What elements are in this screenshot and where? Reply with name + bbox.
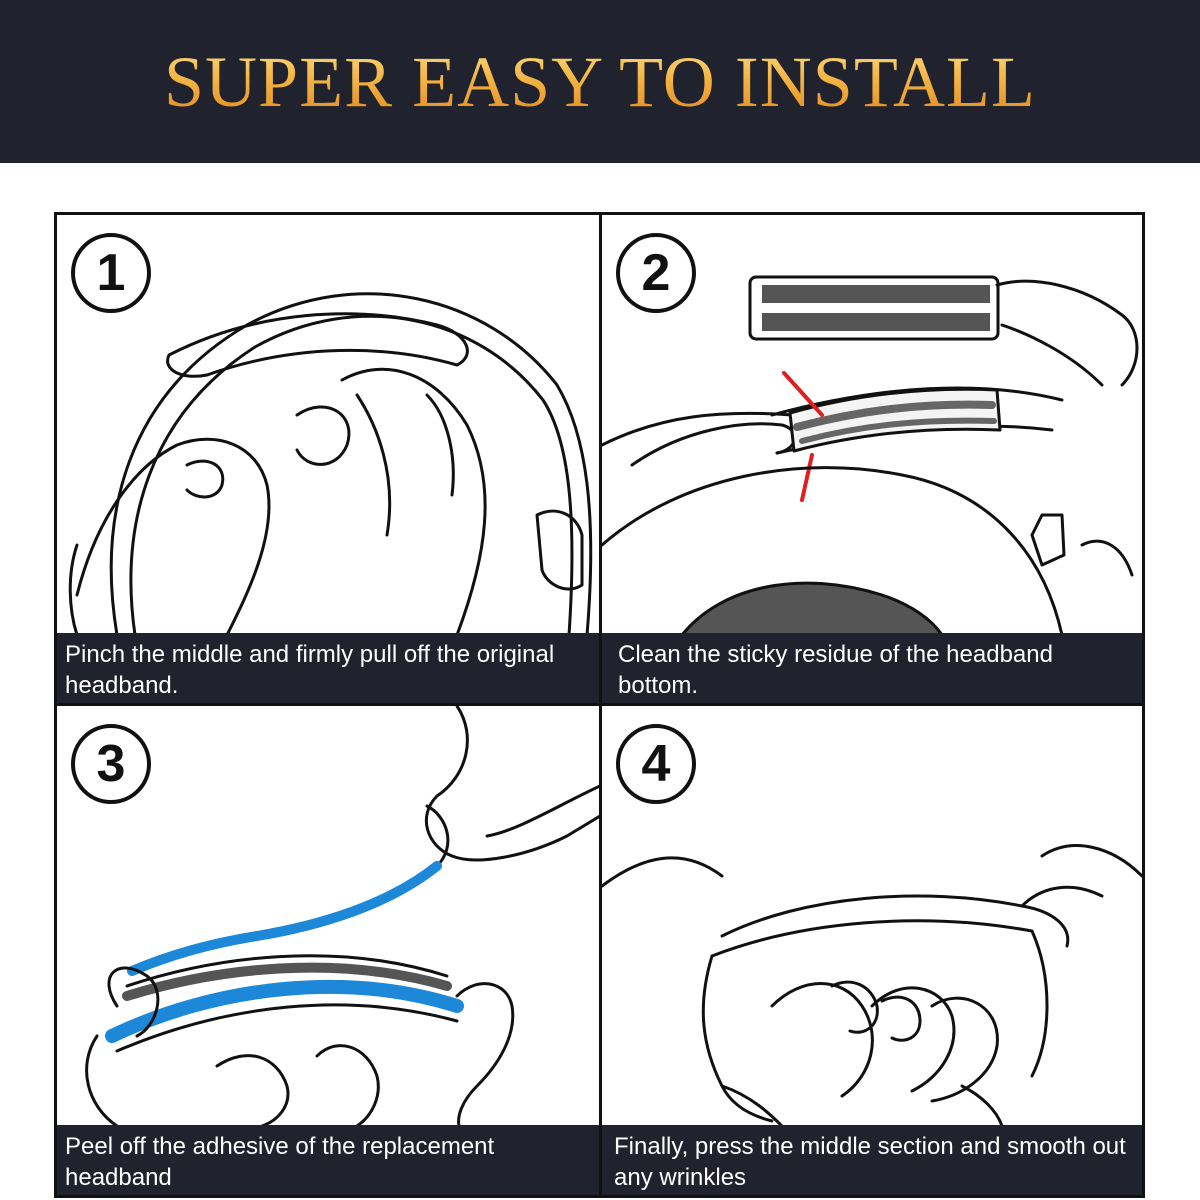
step-number-badge: 4 (616, 724, 696, 804)
step-1-illustration (68, 292, 593, 635)
step-panel-3: 3 Peel off the adhesive of the replaceme… (54, 703, 603, 1198)
step-caption: Finally, press the middle section and sm… (602, 1125, 1142, 1195)
page-title: SUPER EASY TO INSTALL (164, 42, 1036, 122)
step-number-badge: 3 (71, 724, 151, 804)
step-panel-1: 1 Pinch the middle and firmly pull off t… (54, 212, 603, 706)
step-panel-2: 2 Clean the sticky residue of the headba… (599, 212, 1145, 706)
step-caption: Clean the sticky residue of the headband… (602, 633, 1142, 703)
header-banner: SUPER EASY TO INSTALL (0, 0, 1200, 163)
step-4-illustration (602, 844, 1142, 1126)
step-caption: Pinch the middle and firmly pull off the… (57, 633, 600, 703)
step-panel-4: 4 Finally, press the middle section and … (599, 703, 1145, 1198)
step-3-illustration (85, 706, 600, 1126)
step-number-badge: 1 (71, 233, 151, 313)
step-caption: Peel off the adhesive of the replacement… (57, 1125, 600, 1195)
step-2-illustration (602, 275, 1139, 635)
step-number-badge: 2 (616, 233, 696, 313)
